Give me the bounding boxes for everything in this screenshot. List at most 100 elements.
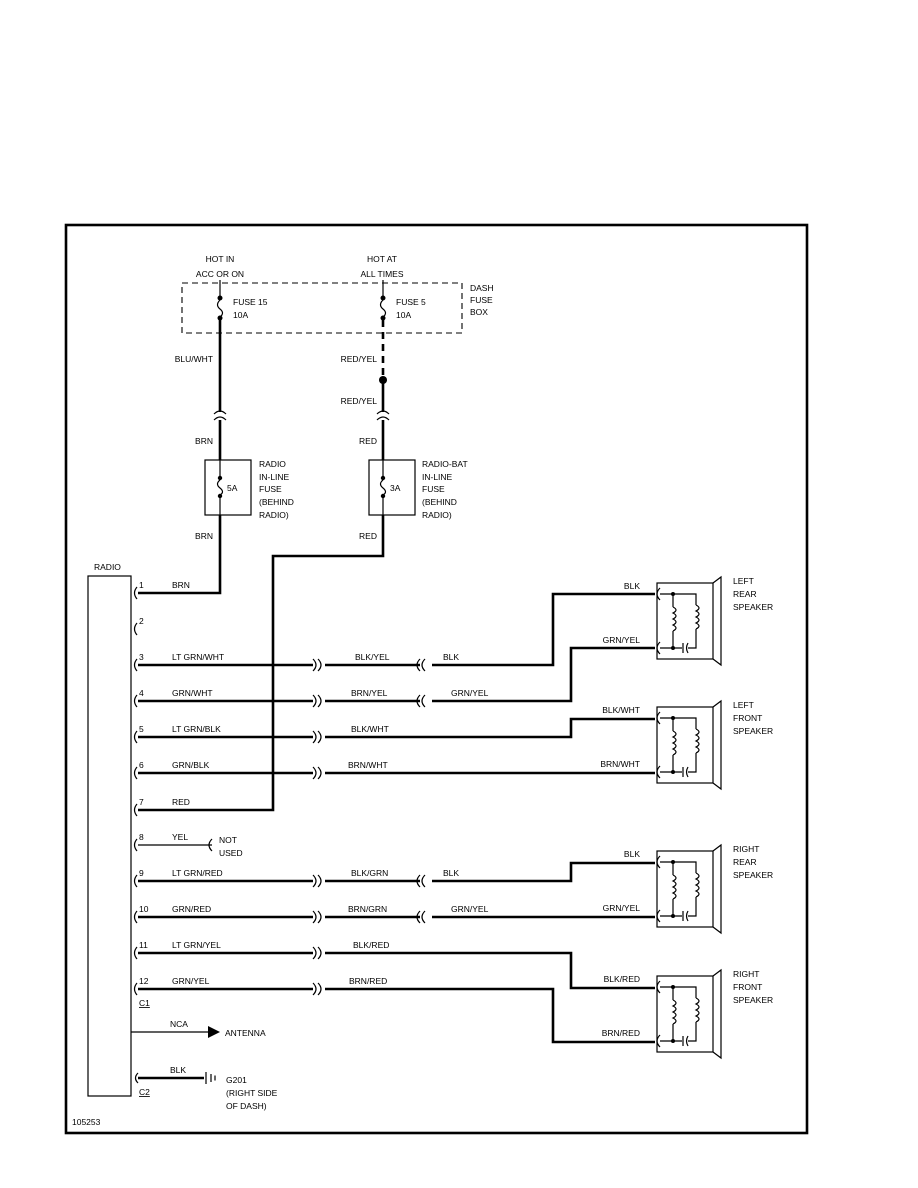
figure-id: 105253 — [72, 1117, 101, 1127]
connector-c1-label: C1 — [139, 998, 150, 1008]
inline-connector — [317, 658, 322, 672]
hot-all-label-2: ALL TIMES — [361, 269, 404, 279]
pin-number: 4 — [139, 688, 144, 698]
inline-connector — [312, 874, 317, 888]
inline-connector — [317, 730, 322, 744]
mid-wire-label: BRN/YEL — [351, 688, 388, 698]
radio-fuse-label-5: RADIO) — [259, 510, 289, 520]
fuse-15-symbol — [216, 280, 224, 321]
ground-label-3: OF DASH) — [226, 1101, 267, 1111]
right-wire-label: BLK — [443, 652, 459, 662]
speaker-wire-top-label: BLK/RED — [604, 974, 640, 984]
radio-label: RADIO — [94, 562, 121, 572]
radio-bat-fuse-label-2: IN-LINE — [422, 472, 453, 482]
pin-number: 10 — [139, 904, 149, 914]
not-used-cap — [138, 838, 213, 852]
radio-unit — [87, 575, 132, 1097]
inline-connector — [416, 910, 421, 924]
pin-number: 6 — [139, 760, 144, 770]
mid-wire-label: BRN/RED — [349, 976, 387, 986]
speaker-wire-bottom-label: BRN/RED — [602, 1028, 640, 1038]
inline-connector — [312, 982, 317, 996]
ground-wire — [134, 1072, 216, 1084]
speaker-wire — [138, 951, 655, 990]
radio-bat-inline-fuse-symbol — [379, 460, 387, 515]
speaker-wire — [138, 592, 655, 667]
speaker-wire — [138, 861, 655, 883]
wire-label-blu-wht: BLU/WHT — [175, 354, 213, 364]
speaker-label: SPEAKER — [733, 602, 773, 612]
hot-acc-label-2: ACC OR ON — [196, 269, 244, 279]
speaker-label: FRONT — [733, 713, 762, 723]
speaker-label: SPEAKER — [733, 995, 773, 1005]
connector-symbol-left — [213, 410, 227, 421]
speaker-wire-top-label: BLK — [624, 581, 640, 591]
speakers: LEFTREARSPEAKERBLKGRN/YELLEFTFRONTSPEAKE… — [600, 575, 773, 1060]
wire-label-red-yel-1: RED/YEL — [341, 354, 378, 364]
mid-wire-label: BRN/GRN — [348, 904, 387, 914]
pin-wire-label: BRN — [172, 580, 190, 590]
speaker-wiring — [138, 592, 655, 1044]
wire-brn-bottom — [138, 515, 222, 595]
inline-connector — [312, 766, 317, 780]
radio-fuse-label-1: RADIO — [259, 459, 286, 469]
fuse-box-label-3: BOX — [470, 307, 488, 317]
radio-bat-inline-fuse-box — [368, 459, 416, 516]
pin-2: 2 — [133, 616, 144, 636]
wire-red-bottom — [138, 515, 385, 812]
radio-fuse-label-3: FUSE — [259, 484, 282, 494]
radio-bat-fuse-label-4: (BEHIND — [422, 497, 457, 507]
pin-number: 7 — [139, 797, 144, 807]
inline-connector — [421, 910, 426, 924]
speaker-wire-bottom-label: GRN/YEL — [603, 635, 641, 645]
inline-connector — [312, 946, 317, 960]
speaker-wire — [138, 987, 655, 1044]
pin-number: 8 — [139, 832, 144, 842]
speaker-label: REAR — [733, 589, 757, 599]
pin-number: 3 — [139, 652, 144, 662]
inline-connector — [317, 982, 322, 996]
inline-connector — [317, 766, 322, 780]
connector-symbol-right — [376, 410, 390, 421]
radio-fuse-label-2: IN-LINE — [259, 472, 290, 482]
inline-connector — [416, 694, 421, 708]
pin-wire-label: GRN/YEL — [172, 976, 210, 986]
radio-bat-fuse-label-3: FUSE — [422, 484, 445, 494]
pin-number: 12 — [139, 976, 149, 986]
radio-bat-fuse-label-1: RADIO-BAT — [422, 459, 468, 469]
fuse-5-symbol — [379, 280, 387, 321]
inline-connector — [317, 694, 322, 708]
pin-wire-label: YEL — [172, 832, 188, 842]
speaker-wire — [138, 717, 655, 739]
speaker-wire-top-label: BLK — [624, 849, 640, 859]
diagram-frame — [64, 223, 809, 1135]
radio-inline-fuse-rating: 5A — [227, 483, 238, 493]
wire-label-brn-bottom: BRN — [195, 531, 213, 541]
speaker-label: LEFT — [733, 700, 754, 710]
pin-number: 5 — [139, 724, 144, 734]
wire-label-red-yel-2: RED/YEL — [341, 396, 378, 406]
speaker-wire-bottom-label: GRN/YEL — [603, 903, 641, 913]
inline-connector — [317, 946, 322, 960]
pin-number: 11 — [139, 940, 148, 950]
pin-wire-label: GRN/RED — [172, 904, 211, 914]
pin-number: 9 — [139, 868, 144, 878]
wire-label-brn-top: BRN — [195, 436, 213, 446]
speaker-label: FRONT — [733, 982, 762, 992]
ground-label-1: G201 — [226, 1075, 247, 1085]
speaker-label: SPEAKER — [733, 870, 773, 880]
speaker-wire — [138, 646, 655, 703]
inline-connector — [312, 694, 317, 708]
inline-connector — [317, 874, 322, 888]
mid-wire-label: BLK/YEL — [355, 652, 390, 662]
pin-number: 2 — [139, 616, 144, 626]
